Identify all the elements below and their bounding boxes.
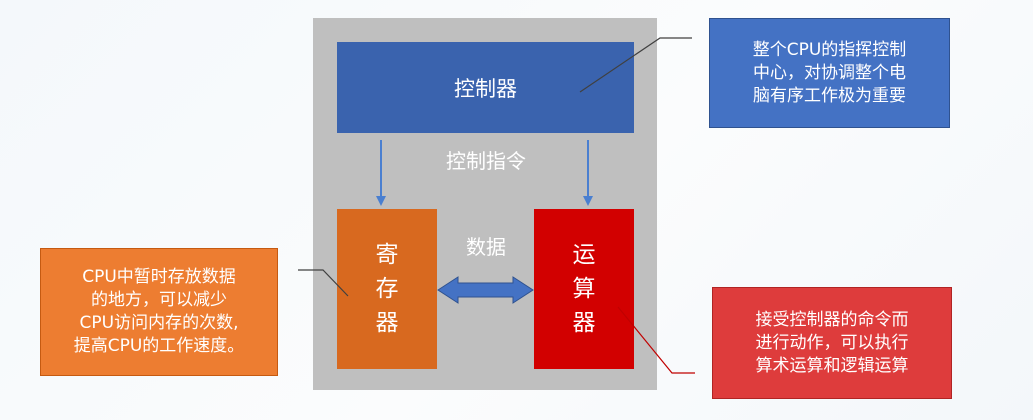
register-callout-text: CPU中暂时存放数据 的地方，可以减少 CPU访问内存的次数, 提高CPU的工作… <box>74 266 245 358</box>
controller-box: 控制器 <box>337 42 634 133</box>
data-label: 数据 <box>466 235 506 259</box>
register-label-char: 器 <box>375 310 399 336</box>
register-box: 寄 存 器 <box>337 209 437 369</box>
register-label-char: 存 <box>375 276 399 302</box>
callout-line: 中心，对协调整个电 <box>752 62 906 83</box>
alu-label-char: 运 <box>572 242 596 268</box>
callout-line: CPU中暂时存放数据 <box>82 267 236 287</box>
callout-line: 整个CPU的指挥控制 <box>752 39 907 60</box>
callout-line: 提高CPU的工作速度。 <box>73 336 245 356</box>
control-signal-label: 控制指令 <box>446 149 526 173</box>
callout-line: 脑有序工作极为重要 <box>752 85 906 106</box>
callout-line: 的地方，可以减少 <box>90 290 227 310</box>
callout-line: 接受控制器的命令而 <box>755 309 909 330</box>
alu-callout-text: 接受控制器的命令而 进行动作，可以执行 算术运算和逻辑运算 <box>756 309 909 378</box>
controller-callout: 整个CPU的指挥控制 中心，对协调整个电 脑有序工作极为重要 <box>709 18 950 128</box>
callout-line: CPU访问内存的次数, <box>79 313 239 333</box>
alu-label: 运 算 器 <box>534 209 634 369</box>
callout-line: 进行动作，可以执行 <box>755 332 909 353</box>
alu-box: 运 算 器 <box>534 209 634 369</box>
controller-callout-text: 整个CPU的指挥控制 中心，对协调整个电 脑有序工作极为重要 <box>753 39 907 108</box>
alu-callout: 接受控制器的命令而 进行动作，可以执行 算术运算和逻辑运算 <box>712 287 952 399</box>
register-label-char: 寄 <box>375 242 399 268</box>
alu-label-char: 算 <box>572 276 596 302</box>
register-callout: CPU中暂时存放数据 的地方，可以减少 CPU访问内存的次数, 提高CPU的工作… <box>40 248 278 376</box>
register-label: 寄 存 器 <box>337 209 437 369</box>
callout-line: 算术运算和逻辑运算 <box>755 355 909 376</box>
alu-label-char: 器 <box>572 310 596 336</box>
controller-label: 控制器 <box>454 76 517 101</box>
